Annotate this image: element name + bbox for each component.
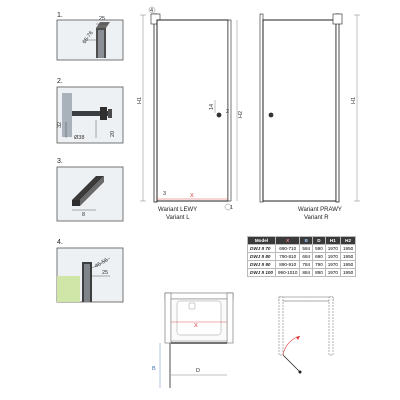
variant-left-title: Wariant LEWY [158, 207, 197, 213]
cell-h2: 1950 [339, 244, 357, 253]
header-h2: H2 [339, 236, 357, 245]
cell-x: 690-710 [274, 244, 301, 253]
plan-view-left: X B D [152, 292, 234, 388]
table-row: DWJ II 100 990-1010 884 890 1970 1950 [247, 268, 357, 277]
header-b: B [299, 236, 314, 245]
detail-2: 2. 32 Ø38 20 [56, 78, 124, 144]
detail-2-number: 2. [57, 78, 63, 85]
variant-right-title: Wariant PRAWY [298, 207, 342, 213]
detail-4-number: 4. [57, 239, 63, 246]
cell-x: 790-810 [274, 252, 301, 261]
cell-d: 790 [312, 260, 326, 269]
left-marker-2: 2 [226, 109, 229, 115]
cell-h1: 1970 [324, 244, 341, 253]
table-row: DWJ II 90 890-910 784 790 1970 1950 [247, 260, 357, 269]
dimension-table: Model X B D H1 H2 DWJ II 70 690-710 584 … [247, 236, 357, 277]
cell-b: 884 [299, 268, 314, 277]
detail-2-dim-c: 20 [110, 131, 116, 137]
cell-h2: 1950 [339, 268, 357, 277]
cell-model: DWJ II 100 [247, 268, 276, 277]
detail-1-number: 1. [57, 12, 63, 19]
plan-dim-d: D [196, 368, 200, 374]
cell-b: 784 [299, 260, 314, 269]
header-h1: H1 [324, 236, 341, 245]
left-marker-3: 3 [163, 191, 166, 197]
table-row: DWJ II 80 790-810 684 690 1970 1950 [247, 252, 357, 261]
header-x: X [274, 236, 301, 245]
detail-3-number: 3. [57, 158, 63, 165]
variant-left-subtitle: Variant L [166, 215, 190, 221]
cell-d: 690 [312, 252, 326, 261]
door-elevation-right: H1 Wariant PRAWY Variant R [259, 13, 360, 221]
plan-dim-x: X [194, 323, 198, 329]
cell-x: 990-1010 [274, 268, 301, 277]
table-header-row: Model X B D H1 H2 [247, 236, 357, 245]
cell-model: DWJ II 70 [247, 244, 276, 253]
cell-b: 684 [299, 252, 314, 261]
cell-h1: 1970 [324, 252, 341, 261]
header-model: Model [247, 236, 276, 245]
header-d: D [312, 236, 326, 245]
cell-h1: 1970 [324, 268, 341, 277]
plan-dim-b: B [152, 366, 156, 372]
detail-1-dim-a: 25 [99, 16, 105, 22]
cell-x: 890-910 [274, 260, 301, 269]
detail-3-dim-a: 8 [82, 212, 85, 218]
detail-2-dim-b: Ø38 [74, 135, 84, 141]
cell-model: DWJ II 80 [247, 252, 276, 261]
cell-model: DWJ II 90 [247, 260, 276, 269]
cell-d: 890 [312, 268, 326, 277]
door-elevation-left: H1 H2 14 4 3 2 1 X Wariant LEWY Variant … [137, 6, 244, 221]
right-dim-h1: H1 [351, 97, 357, 104]
cell-d: 590 [312, 244, 326, 253]
detail-1: 1. 25 66-76 [56, 12, 124, 61]
variant-right-subtitle: Variant R [304, 215, 329, 221]
left-marker-4: 4 [150, 8, 153, 14]
left-dim-h2: H2 [238, 111, 244, 118]
left-dim-h1: H1 [137, 97, 143, 104]
cell-b: 584 [299, 244, 314, 253]
cell-h1: 1970 [324, 260, 341, 269]
cell-h2: 1950 [339, 260, 357, 269]
left-dim-14: 14 [209, 104, 215, 110]
detail-2-dim-a: 32 [57, 122, 63, 128]
left-marker-1: 1 [230, 205, 233, 211]
left-dim-x: X [190, 193, 194, 199]
table-row: DWJ II 70 690-710 584 590 1970 1950 [247, 244, 357, 253]
cell-h2: 1950 [339, 252, 357, 261]
detail-4: 4. 46-56 25 [56, 239, 124, 303]
plan-view-right [278, 296, 334, 374]
detail-3: 3. 8 [56, 158, 124, 222]
detail-4-dim-b: 25 [102, 270, 108, 276]
